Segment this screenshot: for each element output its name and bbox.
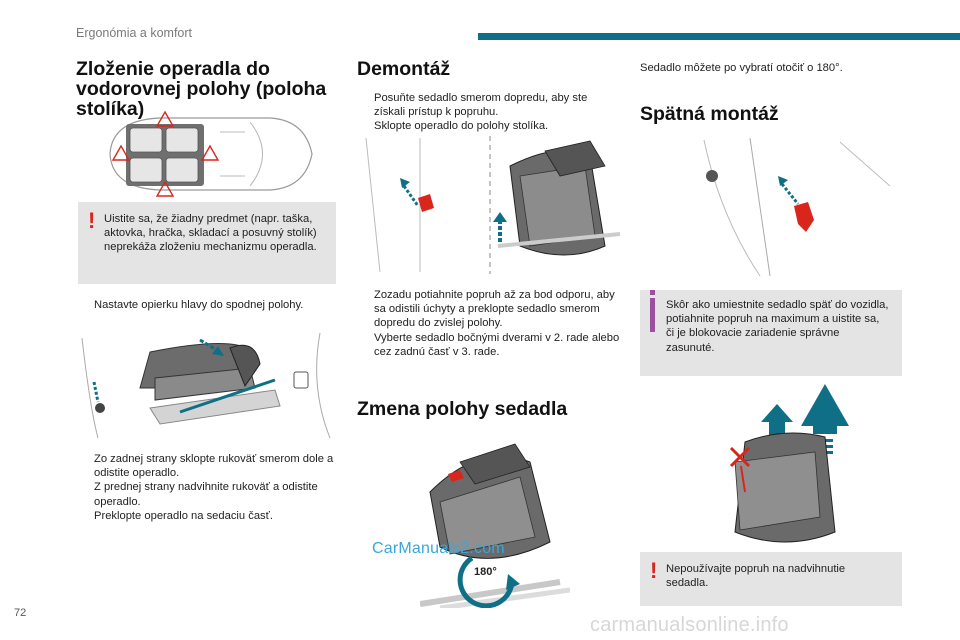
list-item: Vyberte sedadlo bočnými dverami v 2. rad… <box>374 331 620 358</box>
section-title-removal: Demontáž <box>357 58 451 80</box>
seat-lift-illustration <box>729 384 849 543</box>
list-item: Preklopte operadlo na sedaciu časť. <box>94 509 273 522</box>
footer-site: carmanualsonline.info <box>590 614 789 636</box>
list-item: Sklopte operadlo do polohy stolíka. <box>374 120 549 133</box>
step-list-headrest: Nastavte opierku hlavy do spodnej polohy… <box>78 298 340 312</box>
warning-exclamation-icon: ! <box>650 558 658 583</box>
seat-reinstall-illustration <box>703 137 891 277</box>
seat-rotation-illustration <box>420 443 570 608</box>
rotation-intro-text: Sedadlo môžete po vybratí otočiť o 180°. <box>640 62 843 74</box>
info-dot-icon <box>650 290 655 295</box>
section-title-reinstall: Spätná montáž <box>640 103 779 125</box>
list-item: Z prednej strany nadvihnite rukoväť a od… <box>94 481 318 508</box>
header-accent-bar <box>478 33 960 40</box>
car-top-view-illustration <box>109 110 313 197</box>
warning-text: Nepoužívajte popruh na nadvihnutie sedad… <box>666 563 846 590</box>
list-item: Nastavte opierku hlavy do spodnej polohy… <box>94 299 304 311</box>
rotation-label: 180° <box>474 566 497 578</box>
seat-fold-illustration <box>81 332 331 439</box>
step-list-unlock: Zo zadnej strany sklopte rukoväť smerom … <box>78 452 340 523</box>
info-bar-icon <box>650 298 655 332</box>
step-list-removal-prep: Posuňte sedadlo smerom dopredu, aby ste … <box>358 91 620 134</box>
watermark: CarManuals2.com <box>372 540 505 557</box>
warning-box-obstruction: ! Uistite sa, že žiadny predmet (napr. t… <box>78 202 336 284</box>
section-title-table-position: Zloženie operadla do vodorovnej polohy (… <box>76 58 327 120</box>
warning-text: Uistite sa, že žiadny predmet (napr. taš… <box>104 213 317 254</box>
seat-removal-illustration <box>365 136 621 274</box>
info-text: Skôr ako umiestnite sedadlo späť do vozi… <box>666 299 889 354</box>
list-item: Posuňte sedadlo smerom dopredu, aby ste … <box>374 92 588 119</box>
step-list-removal: Zozadu potiahnite popruh až za bod odpor… <box>358 288 620 359</box>
info-box-reinstall: Skôr ako umiestnite sedadlo späť do vozi… <box>640 290 902 376</box>
page-number: 72 <box>14 607 27 619</box>
chapter-title: Ergonómia a komfort <box>76 26 193 40</box>
list-item: Zozadu potiahnite popruh až za bod odpor… <box>374 289 615 330</box>
list-item: Zo zadnej strany sklopte rukoväť smerom … <box>94 453 334 480</box>
section-title-seat-position: Zmena polohy sedadla <box>357 398 568 420</box>
warning-exclamation-icon: ! <box>88 208 96 233</box>
warning-box-strap: ! Nepoužívajte popruh na nadvihnutie sed… <box>640 552 902 606</box>
